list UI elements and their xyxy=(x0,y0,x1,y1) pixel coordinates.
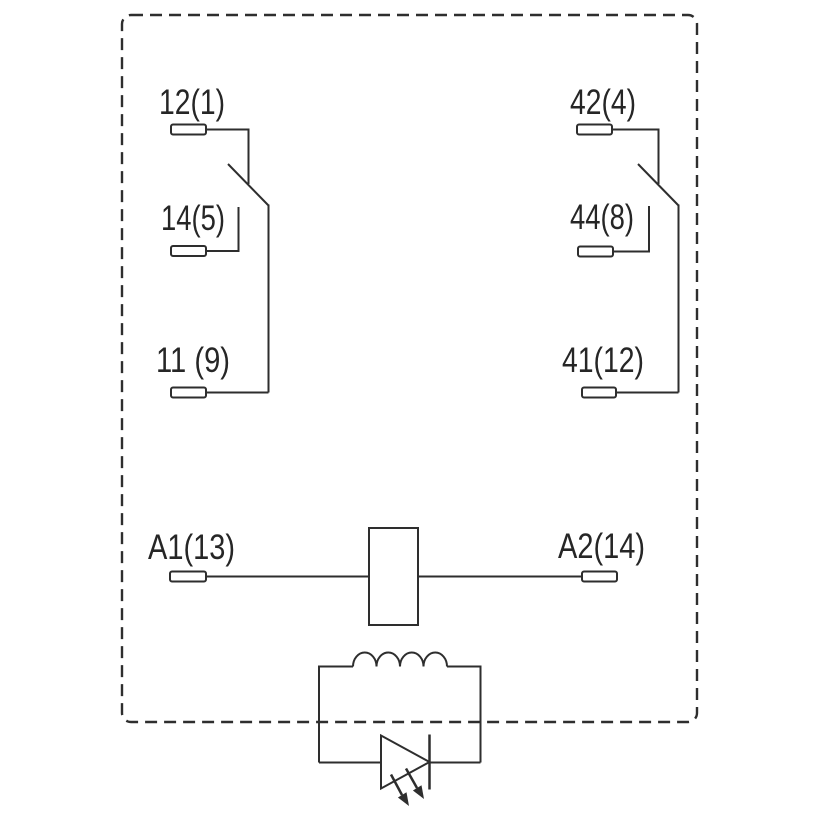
dashed-enclosure-border xyxy=(120,13,699,724)
contact-blade-pole-2 xyxy=(637,163,680,207)
terminal-lug-41 xyxy=(581,386,617,399)
module-loop-left xyxy=(318,665,353,763)
changeover-contact-pole-1: 12(1) 14(5) 11 (9) xyxy=(156,83,270,399)
wire-14-stub xyxy=(206,207,240,252)
inductor-winding-symbol xyxy=(352,651,448,667)
terminal-lug-a2 xyxy=(581,570,618,583)
changeover-contact-pole-2: 42(4) 44(8) 41(12) xyxy=(562,83,680,399)
wire-42-to-blade xyxy=(612,128,660,184)
terminal-lug-12 xyxy=(170,123,207,136)
pin-label-41: 41(12) xyxy=(562,341,644,380)
terminal-lug-11 xyxy=(170,386,207,399)
wire-12-to-blade xyxy=(206,128,250,184)
pin-label-12: 12(1) xyxy=(159,83,225,122)
pin-label-44: 44(8) xyxy=(570,198,634,237)
inductor-led-module xyxy=(318,651,482,806)
terminal-lug-44 xyxy=(577,245,614,258)
led-arrow-2-shaft xyxy=(404,767,419,789)
pin-label-11: 11 (9) xyxy=(156,341,230,380)
led-arrow-2-head xyxy=(412,785,424,799)
pin-label-42: 42(4) xyxy=(570,83,636,122)
terminal-lug-a1 xyxy=(169,570,207,583)
wire-44-stub xyxy=(613,206,650,253)
pin-label-a2: A2(14) xyxy=(558,527,645,566)
pin-label-a1: A1(13) xyxy=(148,528,235,567)
led-emission-arrows xyxy=(389,767,424,806)
terminal-lug-42 xyxy=(576,123,613,136)
led-arrow-1-head xyxy=(397,792,409,806)
coil-circuit: A1(13) A2(14) xyxy=(148,527,645,626)
led-arrow-1-shaft xyxy=(389,773,404,796)
coil-box-symbol xyxy=(368,527,419,626)
led-indicator-symbol xyxy=(380,733,432,806)
module-loop-right xyxy=(447,665,482,763)
led-triangle xyxy=(380,733,432,791)
terminal-lug-14 xyxy=(170,245,207,257)
contact-blade-pole-1 xyxy=(227,163,270,207)
pin-label-14: 14(5) xyxy=(161,199,225,238)
